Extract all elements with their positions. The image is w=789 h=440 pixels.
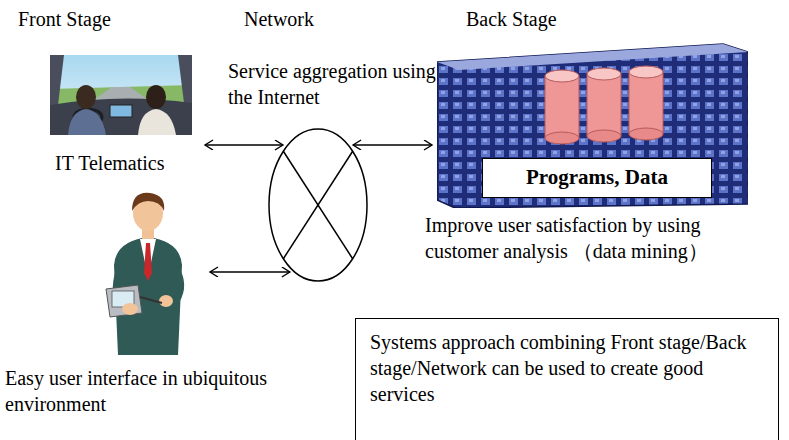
illustration-part <box>545 76 579 138</box>
box-title: Programs, Data <box>526 164 668 191</box>
illustration-part <box>76 85 96 109</box>
caption-text: Service aggregation using the Internet <box>228 58 443 110</box>
network-ellipse: Service aggregation using the Internet <box>268 128 368 282</box>
double-arrow <box>210 271 290 272</box>
illustration-part <box>587 68 621 80</box>
stage-heading: Back Stage <box>466 6 557 32</box>
illustration-part <box>50 98 192 135</box>
note-box: Systems approach combining Front stage/B… <box>355 318 779 440</box>
illustration-part <box>587 130 621 142</box>
illustration-part <box>545 70 579 82</box>
illustration-part <box>437 44 748 70</box>
illustration-part <box>50 55 64 107</box>
person-picture <box>100 185 195 355</box>
cross-line <box>283 151 352 258</box>
car-interior-picture <box>50 55 192 135</box>
caption-text: Improve user satisfaction by using custo… <box>425 212 725 264</box>
caption-text: Easy user interface in ubiquitous enviro… <box>5 365 305 417</box>
note-text: Systems approach combining Front stage/B… <box>370 329 764 407</box>
illustration-part <box>629 66 663 78</box>
illustration-part <box>437 44 748 208</box>
double-arrow <box>205 144 283 145</box>
illustration-part <box>138 109 176 135</box>
network-ellipse-outline <box>268 128 368 282</box>
illustration-part <box>629 128 663 140</box>
back-stage-server: Improve user satisfaction by using custo… <box>437 40 748 268</box>
user-group: Easy user interface in ubiquitous enviro… <box>95 185 205 357</box>
illustration-part <box>140 297 162 303</box>
illustration-part <box>178 55 192 105</box>
caption-text: IT Telematics <box>55 150 205 176</box>
programs-box: Programs, Data <box>482 158 712 198</box>
illustration-part <box>629 72 663 134</box>
illustration-part <box>50 55 192 135</box>
stage-heading: Front Stage <box>18 6 111 32</box>
ellipse-outline <box>269 129 367 281</box>
illustration-part <box>144 243 152 281</box>
illustration-part <box>545 132 579 144</box>
illustration-part <box>146 85 166 109</box>
illustration-part <box>132 193 164 211</box>
illustration-part <box>122 303 138 315</box>
illustration-part <box>587 74 621 136</box>
double-arrow <box>353 144 432 145</box>
stage-heading: Network <box>244 6 314 32</box>
illustration-part <box>106 285 142 317</box>
illustration-part <box>110 105 132 117</box>
telematics-group: IT Telematics <box>45 52 200 182</box>
illustration-part <box>159 295 173 307</box>
illustration-part <box>68 109 106 135</box>
cross-line <box>283 151 352 258</box>
